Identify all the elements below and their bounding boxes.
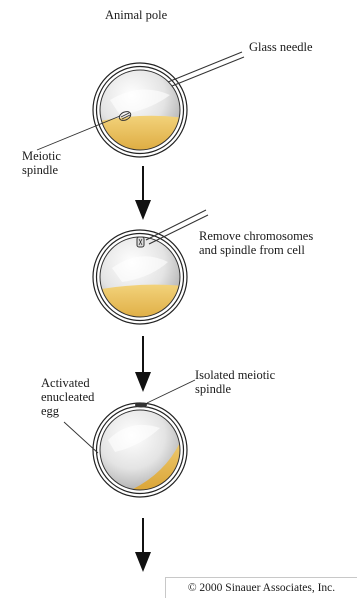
egg-leader-line [64, 422, 98, 453]
isolated-spindle-label: Isolated meiotic spindle [195, 368, 275, 396]
animal-pole-label: Animal pole [105, 8, 167, 22]
egg-1 [93, 63, 187, 160]
glass-needle-label: Glass needle [249, 40, 313, 54]
meiotic-spindle-2 [137, 237, 144, 247]
glass-needle [168, 52, 244, 86]
activated-egg-label: Activated enucleated egg [41, 376, 94, 418]
egg-3 [93, 403, 187, 498]
isolated-spindle [135, 403, 147, 408]
meiotic-spindle-label: Meiotic spindle [22, 149, 61, 177]
copyright-notice: © 2000 Sinauer Associates, Inc. [165, 577, 357, 598]
egg-2 [93, 230, 187, 330]
remove-chromosomes-label: Remove chromosomes and spindle from cell [199, 229, 313, 257]
isolated-leader-line [147, 380, 195, 403]
